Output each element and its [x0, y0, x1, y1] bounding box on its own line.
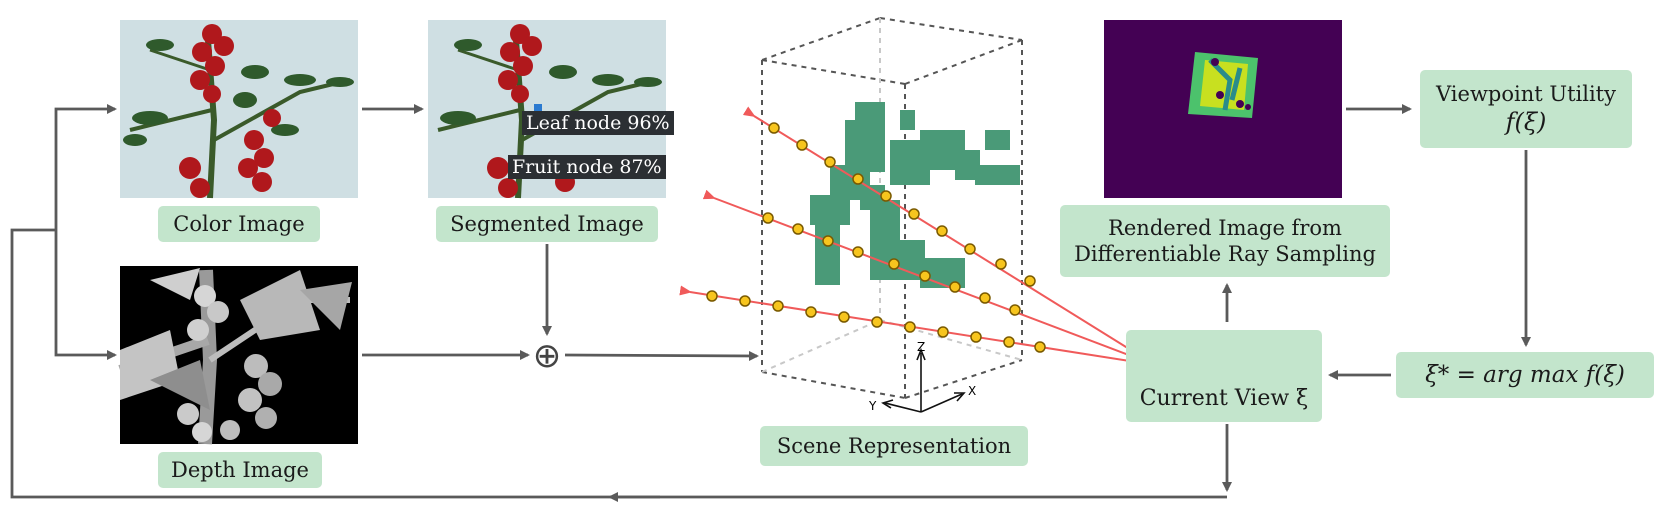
viewpoint-utility-box: Viewpoint Utility f(ξ) — [1420, 70, 1632, 148]
rendered-image-label: Rendered Image from Differentiable Ray S… — [1060, 205, 1390, 277]
axis-label-x: X — [968, 384, 977, 398]
plant-illustration-depth — [118, 268, 352, 445]
bounding-box — [761, 17, 1023, 399]
axis-label-z: Z — [917, 340, 926, 354]
rendered-label-line1: Rendered Image from — [1108, 215, 1342, 240]
sampling-rays — [679, 106, 1156, 366]
axes-gizmo — [881, 347, 966, 413]
argmax-formula-box: ξ* = arg max f(ξ) — [1396, 352, 1654, 398]
depth-image-label: Depth Image — [158, 452, 322, 488]
sample-points — [706, 122, 1046, 353]
current-view-box: Current View ξ — [1126, 330, 1322, 422]
color-image — [120, 20, 358, 199]
leaf-node-tag: Leaf node 96% — [522, 111, 674, 135]
fruit-node-tag: Fruit node 87% — [508, 155, 666, 179]
color-image-label: Color Image — [158, 206, 320, 242]
rendered-label-line2: Differentiable Ray Sampling — [1074, 242, 1376, 266]
flow-arrows — [10, 104, 1531, 502]
viewpoint-utility-label: Viewpoint Utility — [1436, 81, 1616, 106]
scene-representation-label: Scene Representation — [760, 426, 1028, 466]
plant-illustration-color — [123, 24, 354, 199]
rendered-image — [1104, 20, 1342, 198]
scene-representation — [679, 17, 1156, 413]
argmax-formula: ξ* = arg max f(ξ) — [1425, 361, 1625, 388]
current-view-label: Current View ξ — [1139, 385, 1309, 411]
fusion-symbol: ⊕ — [532, 336, 562, 376]
utility-formula: f(ξ) — [1505, 108, 1547, 137]
depth-image — [118, 266, 358, 445]
voxel-plant — [810, 102, 1020, 288]
axis-label-y: Y — [869, 399, 877, 413]
segmented-image-label: Segmented Image — [436, 206, 658, 242]
